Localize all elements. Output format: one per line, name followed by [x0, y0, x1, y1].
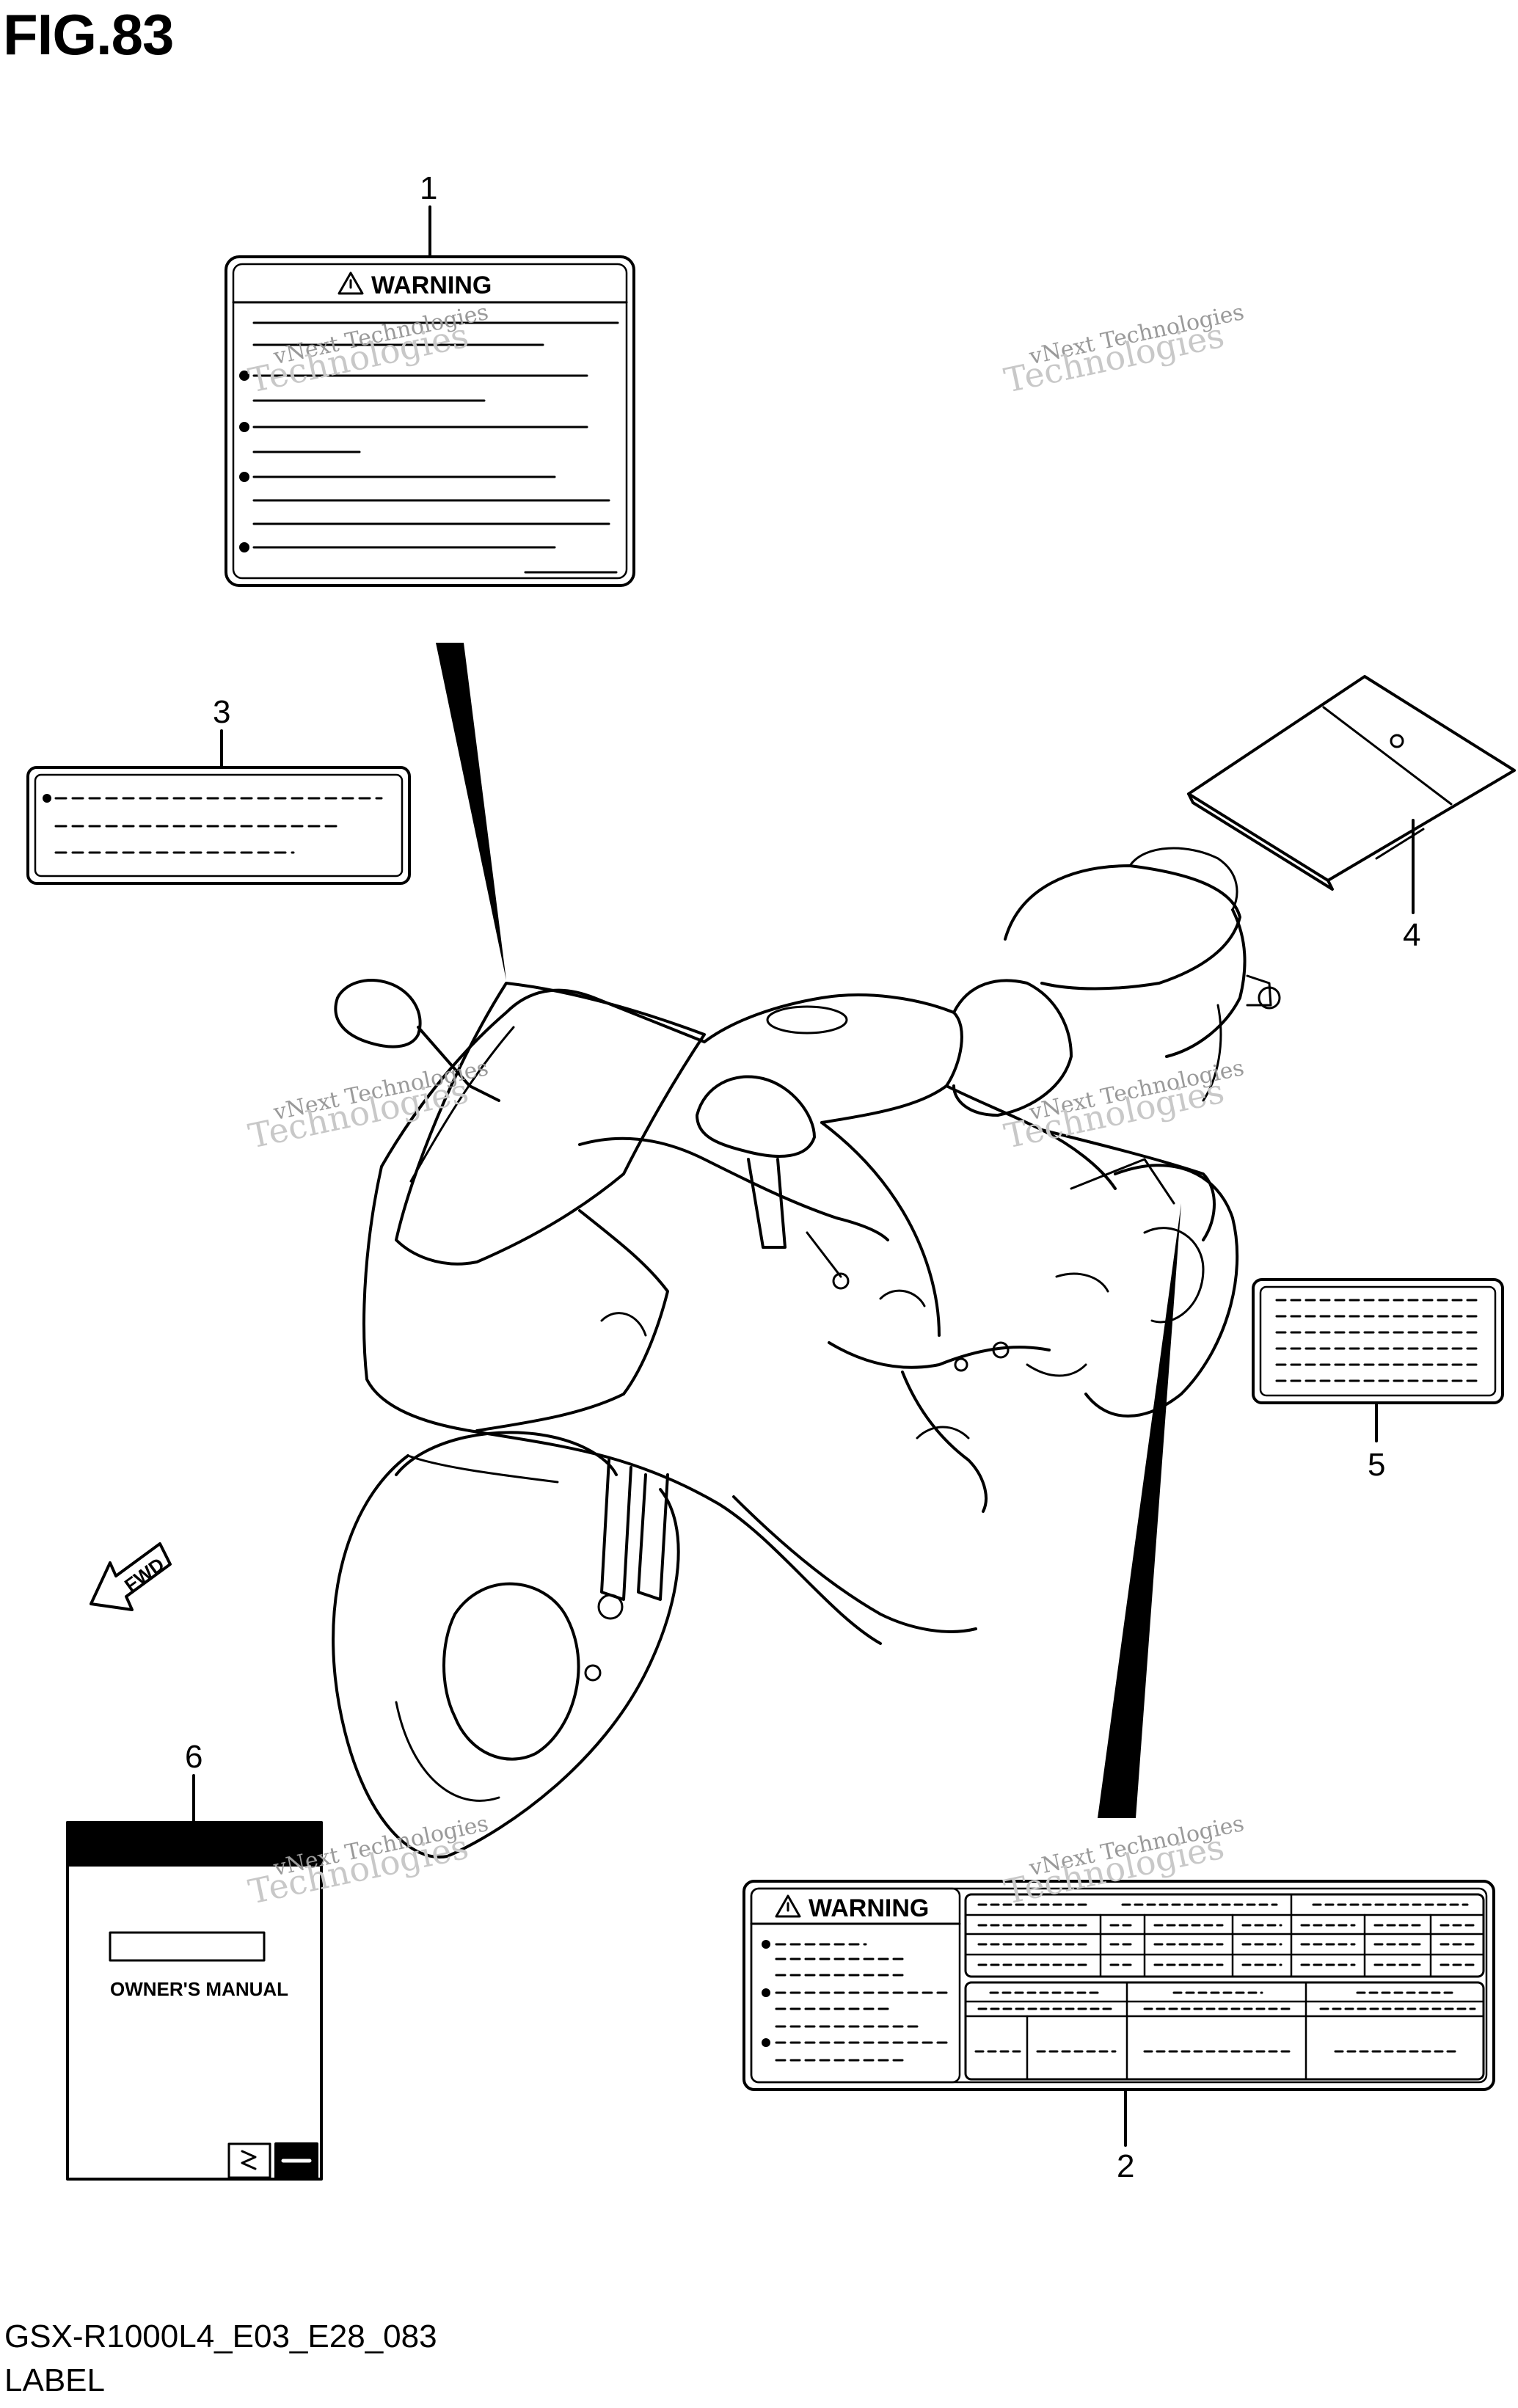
label-4 [1187, 675, 1516, 914]
callout-5: 5 [1368, 1447, 1386, 1483]
figure-code: GSX-R1000L4_E03_E28_083 [4, 2318, 437, 2354]
figure-name: LABEL [4, 2363, 105, 2398]
label-2-warning-table: WARNING [742, 1880, 1495, 2147]
label-1-warning-text: WARNING [371, 271, 492, 299]
callout-2: 2 [1117, 2148, 1135, 2184]
callout-3: 3 [213, 694, 231, 730]
callout-6: 6 [185, 1739, 203, 1775]
label-5 [1252, 1278, 1504, 1442]
owners-manual-text: OWNER'S MANUAL [110, 1978, 288, 2000]
label-3 [26, 729, 411, 885]
callout-4: 4 [1403, 917, 1421, 953]
fwd-text: FWD [120, 1553, 169, 1597]
callout-1: 1 [420, 170, 438, 206]
label-2-warning-text: WARNING [809, 1894, 929, 1922]
pointer-1 [436, 643, 506, 980]
fwd-arrow-icon: FWD [90, 1542, 172, 1611]
figure-title: FIG.83 [3, 2, 174, 67]
pointer-2 [1098, 1203, 1181, 1818]
motorcycle-outline [332, 847, 1281, 1859]
label-6-owners-manual: OWNER'S MANUAL [66, 1774, 323, 2181]
label-1-warning: WARNING [225, 205, 635, 587]
